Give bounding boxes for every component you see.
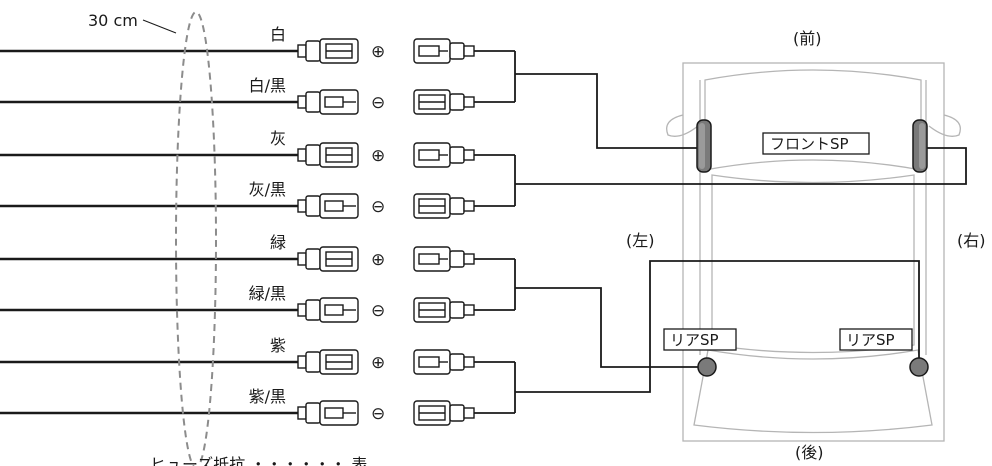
rear-left-speaker-label: リアSP [670,331,719,349]
wire-connector-female [297,38,359,64]
speaker-feed-lines [515,73,967,393]
front-speaker-label-box [762,132,870,155]
wire-connector-male [297,193,359,219]
wire-row: 緑/黒 ⊖ [0,284,515,323]
rear-left-speaker-label-box [663,328,737,351]
wire-color-label: 白/黒 [249,76,286,95]
plus-terminal-icon: ⊕ [371,146,385,166]
wire-row: 白/黒 ⊖ [0,76,515,115]
wire-row: 灰⊕ [0,129,515,168]
mating-connector [413,349,475,375]
mating-connector [413,193,475,219]
wire-connector-male [297,400,359,426]
direction-left: (左) [626,231,655,250]
wire-color-label: 緑 [270,233,286,252]
mating-connector [413,400,475,426]
wire-color-label: 紫 [270,336,286,355]
minus-terminal-icon: ⊖ [371,197,385,217]
wire-row: 白⊕ [0,25,515,64]
rear-right-speaker-label: リアSP [846,331,895,349]
mating-connector [413,297,475,323]
speaker-front-right [912,119,928,173]
minus-terminal-icon: ⊖ [371,93,385,113]
wire-connector-female [297,349,359,375]
wire-row: 紫⊕ [0,336,515,375]
direction-front: (前) [793,29,822,48]
plus-terminal-icon: ⊕ [371,250,385,270]
wire-color-label: 灰 [270,129,286,148]
wire-connector-female [297,142,359,168]
length-label: 30 cm [88,11,138,30]
wire-connector-male [297,89,359,115]
length-marker-ellipse [175,11,217,466]
mating-connector [413,89,475,115]
wire-row: 灰/黒 ⊖ [0,180,515,219]
wire-color-label: 緑/黒 [249,284,286,303]
minus-terminal-icon: ⊖ [371,301,385,321]
speaker-rear-right [909,357,929,377]
plus-terminal-icon: ⊕ [371,353,385,373]
wire-connector-female [297,246,359,272]
plus-terminal-icon: ⊕ [371,42,385,62]
wire-row: 緑⊕ [0,233,515,272]
wires-layer: 白⊕白/黒⊖灰⊕灰/黒⊖緑⊕緑/黒⊖紫⊕紫/黒⊖ [0,25,516,426]
front-speaker-label: フロントSP [770,135,849,153]
length-leader-line [142,19,177,34]
rear-right-speaker-label-box [839,328,913,351]
wire-connector-male [297,297,359,323]
wire-color-label: 灰/黒 [249,180,286,199]
direction-right: (右) [957,231,986,250]
bottom-caption: ヒューズ抵抗 ・・・・・・ 表 [150,455,367,466]
speaker-rear-left [697,357,717,377]
mating-connector [413,38,475,64]
speaker-front-left [696,119,712,173]
wire-row: 紫/黒 ⊖ [0,387,515,426]
wire-color-label: 紫/黒 [249,387,286,406]
mating-connector [413,246,475,272]
direction-rear: (後) [795,443,824,462]
car-outline [666,62,961,442]
minus-terminal-icon: ⊖ [371,404,385,424]
wire-color-label: 白 [270,25,286,44]
mating-connector [413,142,475,168]
